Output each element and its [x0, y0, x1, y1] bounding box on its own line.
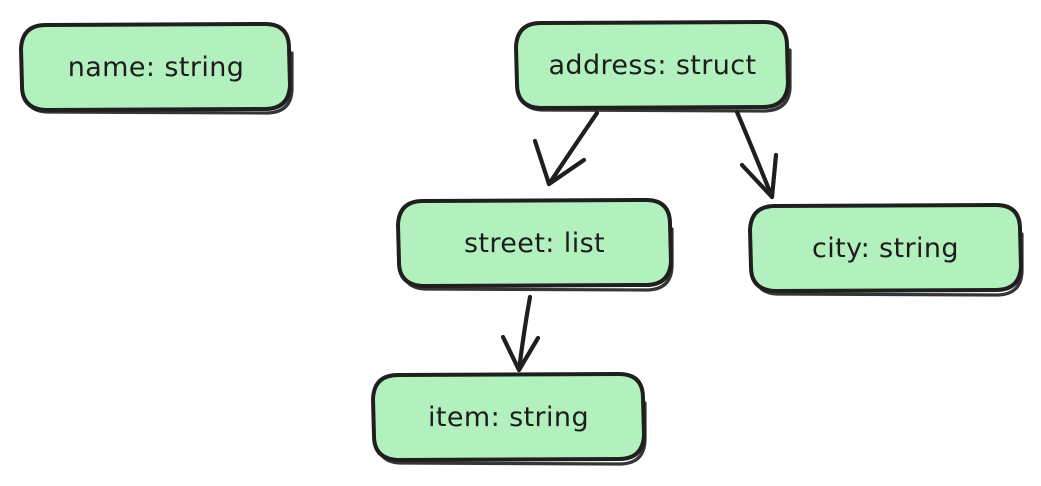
- edge-address-street-line: [546, 110, 600, 187]
- node-street[interactable]: [396, 198, 674, 292]
- edge-street-item: [500, 294, 541, 373]
- node-name[interactable]: [19, 22, 294, 115]
- edge-address-street: [532, 110, 600, 187]
- edge-street-item-line: [516, 294, 533, 373]
- node-address-body: [514, 20, 790, 110]
- edge-address-city: [734, 109, 779, 200]
- edge-address-street-arrowhead: [532, 138, 587, 187]
- node-item[interactable]: [371, 372, 647, 466]
- node-city-body: [748, 203, 1023, 293]
- node-name-body: [19, 22, 292, 112]
- node-address[interactable]: [514, 20, 792, 113]
- node-city[interactable]: [748, 203, 1024, 297]
- node-street-body: [396, 198, 673, 288]
- node-item-body: [371, 372, 646, 462]
- edge-street-item-arrowhead: [500, 334, 541, 373]
- edge-address-city-line: [734, 109, 775, 200]
- edge-address-city-arrowhead: [739, 152, 779, 200]
